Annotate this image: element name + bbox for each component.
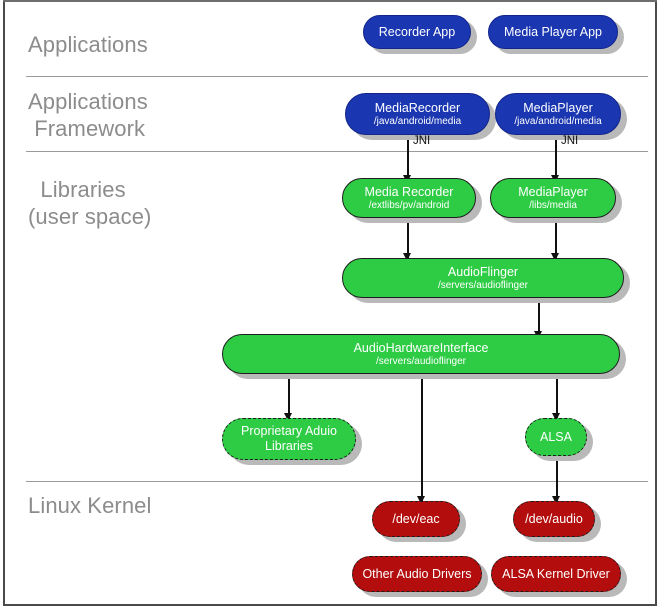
node-dev-audio[interactable]: /dev/audio — [513, 501, 595, 537]
node-title-recorder-app: Recorder App — [378, 24, 456, 39]
node-media-recorder-lib[interactable]: Media Recorder /extlibs/pv/android — [342, 178, 476, 218]
node-title-dev-eac: /dev/eac — [392, 511, 440, 526]
layer-label-libraries: Libraries (user space) — [28, 177, 152, 229]
layer-label-applications-framework: Applications Framework — [28, 89, 148, 141]
connector-mediaplayer-jni — [555, 138, 557, 180]
node-dev-eac[interactable]: /dev/eac — [372, 501, 460, 537]
node-subtitle-audioflinger: /servers/audioflinger — [437, 279, 529, 291]
node-audiohardwareinterface[interactable]: AudioHardwareInterface /servers/audiofli… — [222, 334, 620, 374]
node-title-mediarecorder-framework: MediaRecorder — [374, 100, 461, 115]
node-title-other-audio-drivers: Other Audio Drivers — [362, 566, 472, 581]
arrowhead-ahi-to-alsa — [552, 413, 560, 421]
layer-divider-kernel — [26, 481, 648, 482]
node-title-dev-audio: /dev/audio — [525, 511, 583, 526]
node-recorder-app[interactable]: Recorder App — [363, 15, 471, 49]
node-audioflinger[interactable]: AudioFlinger /servers/audioflinger — [342, 258, 624, 298]
connector-mediarecorder-jni — [407, 138, 409, 180]
node-subtitle-mediaplayer-lib: /libs/media — [529, 199, 577, 211]
node-title2-proprietary-audio-libs: Libraries — [265, 439, 313, 453]
frame-border-left — [3, 0, 5, 606]
node-title-mediaplayer-framework: MediaPlayer — [523, 100, 593, 115]
arrowhead-mediaplayer-to-audioflinger — [551, 253, 559, 261]
node-subtitle-mediarecorder-framework: /java/android/media — [373, 115, 462, 127]
node-mediaplayer-framework[interactable]: MediaPlayer /java/android/media — [495, 93, 621, 135]
node-alsa[interactable]: ALSA — [525, 418, 587, 456]
node-title-alsa-kernel-driver: ALSA Kernel Driver — [502, 566, 610, 581]
node-title-audioflinger: AudioFlinger — [447, 264, 519, 279]
frame-border-right — [655, 0, 657, 606]
node-mediaplayer-lib[interactable]: MediaPlayer /libs/media — [490, 178, 616, 218]
node-media-player-app[interactable]: Media Player App — [488, 15, 618, 49]
arrowhead-mediarecorder-to-audioflinger — [403, 253, 411, 261]
connector-mediarecorder-to-audioflinger — [407, 218, 409, 258]
layer-label-applications: Applications — [28, 32, 148, 57]
connector-alsa-to-dev-audio — [556, 455, 558, 501]
connector-ahi-to-dev-eac — [421, 374, 423, 501]
node-title-mediaplayer-lib: MediaPlayer — [518, 184, 588, 199]
connector-mediaplayer-to-audioflinger — [555, 218, 557, 258]
arrowhead-ahi-to-dev-eac — [417, 496, 425, 504]
arrowhead-alsa-to-dev-audio — [552, 496, 560, 504]
node-alsa-kernel-driver[interactable]: ALSA Kernel Driver — [491, 556, 621, 592]
connector-label-jni-recorder: JNI — [413, 135, 431, 147]
connector-ahi-to-proprietary — [288, 374, 290, 418]
node-subtitle-audiohardwareinterface: /servers/audioflinger — [375, 355, 467, 367]
node-title-media-recorder-lib: Media Recorder — [364, 184, 454, 199]
layer-label-linux-kernel: Linux Kernel — [28, 493, 152, 518]
node-subtitle-mediaplayer-framework: /java/android/media — [514, 115, 602, 127]
node-subtitle-media-recorder-lib: /extlibs/pv/android — [368, 199, 450, 211]
node-title-media-player-app: Media Player App — [504, 24, 602, 39]
layer-divider-applications — [26, 76, 648, 77]
frame-border-top — [3, 0, 657, 2]
layer-divider-framework — [26, 151, 648, 152]
node-title-proprietary-audio-libs: Proprietary Aduio — [241, 424, 337, 438]
node-mediarecorder-framework[interactable]: MediaRecorder /java/android/media — [345, 93, 490, 135]
node-other-audio-drivers[interactable]: Other Audio Drivers — [352, 556, 482, 592]
connector-ahi-to-alsa — [556, 374, 558, 418]
connector-audioflinger-to-ahi — [538, 298, 540, 336]
connector-label-jni-player: JNI — [561, 135, 579, 147]
arrowhead-ahi-to-proprietary — [284, 413, 292, 421]
frame-border-bottom — [3, 604, 657, 606]
node-proprietary-audio-libs[interactable]: Proprietary Aduio Libraries — [222, 418, 356, 460]
node-title-alsa: ALSA — [540, 429, 572, 444]
node-title-audiohardwareinterface: AudioHardwareInterface — [353, 340, 489, 355]
